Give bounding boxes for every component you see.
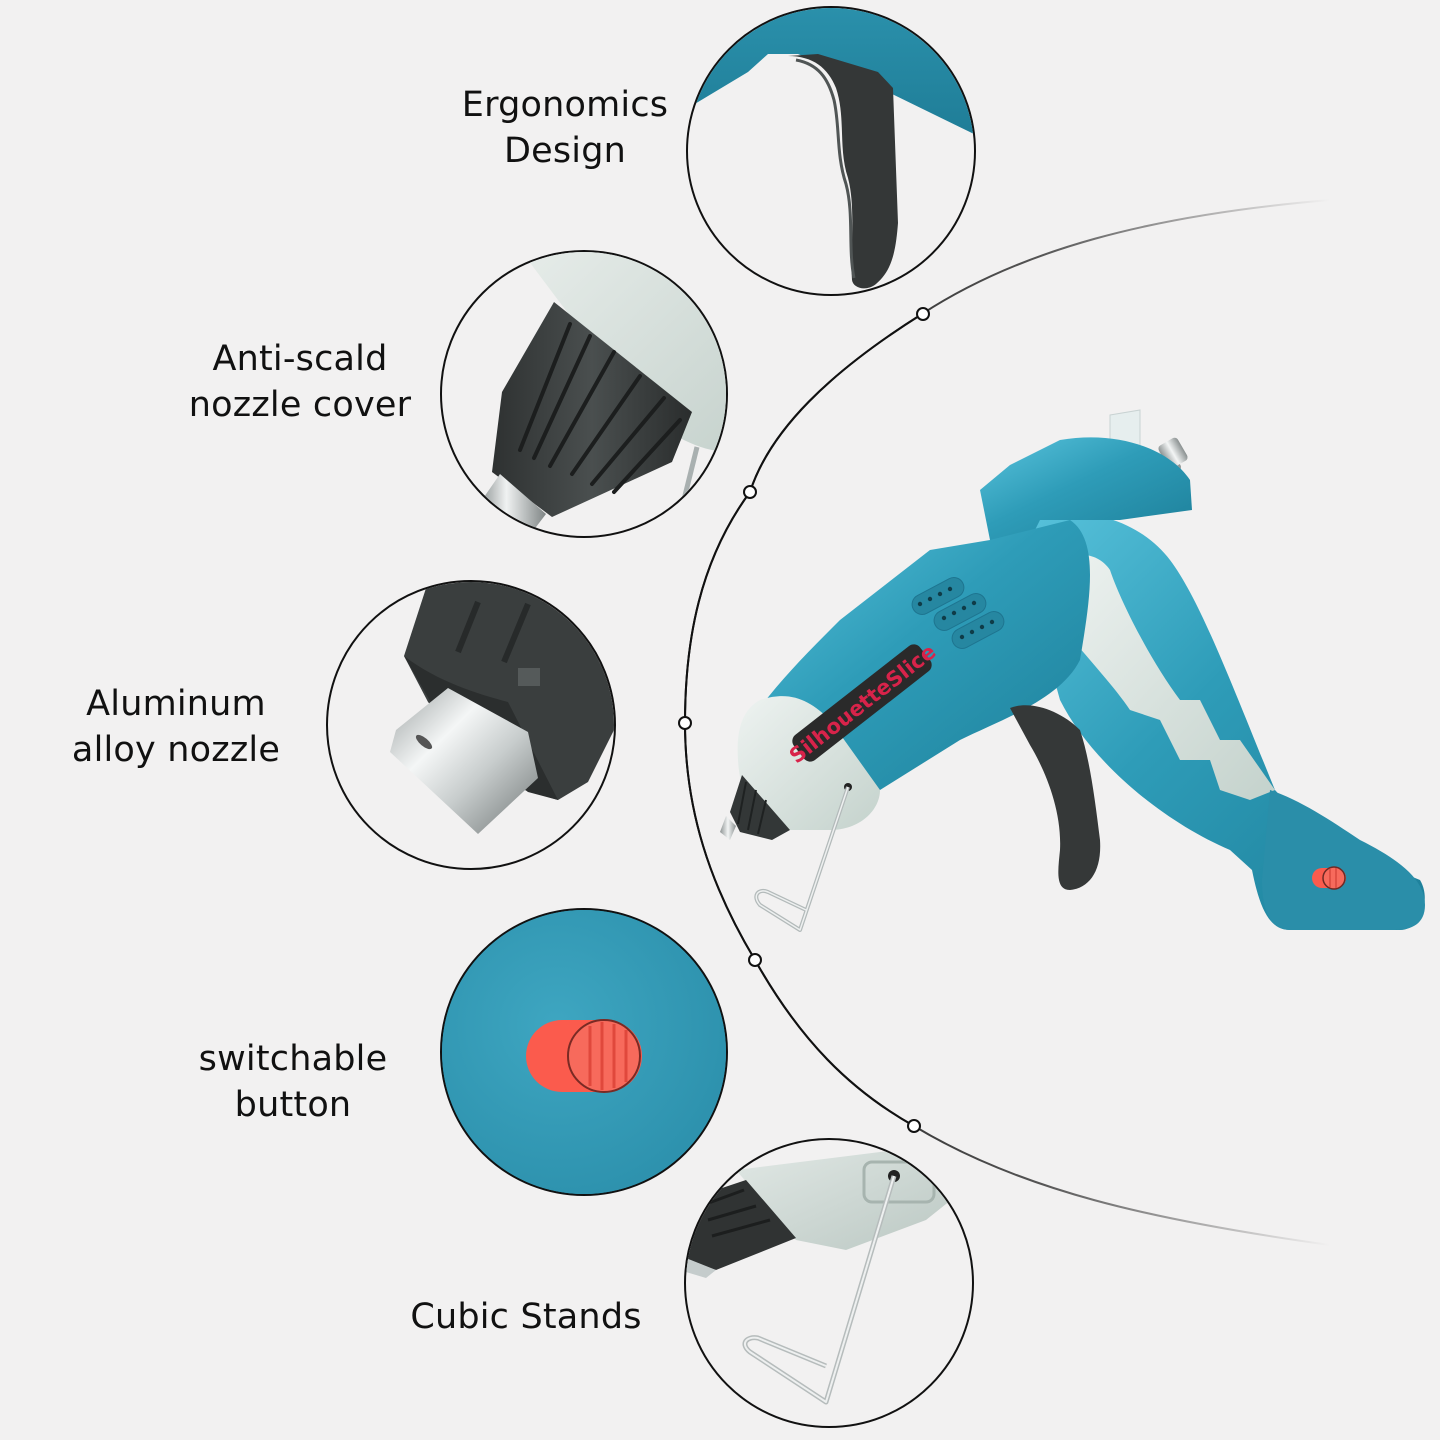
slide-switch-icon bbox=[440, 908, 728, 1196]
top-block bbox=[980, 437, 1192, 540]
gun-trigger bbox=[1010, 705, 1101, 890]
feature-label-aluminum: Aluminum alloy nozzle bbox=[71, 684, 281, 770]
arc-node-dots bbox=[678, 307, 930, 1133]
gun-metal-nozzle bbox=[720, 816, 736, 840]
metal-nozzle-icon bbox=[326, 580, 616, 870]
feature-label-ergonomics: Ergonomics Design bbox=[461, 85, 669, 171]
feature-label-switch: switchable button bbox=[198, 1039, 388, 1125]
feature-label-anti-scald: Anti-scald nozzle cover bbox=[188, 339, 412, 425]
trigger-handle-icon bbox=[686, 6, 976, 296]
nozzle-cover-icon bbox=[440, 250, 728, 538]
handle-base bbox=[1262, 790, 1425, 930]
grip-panel bbox=[1050, 554, 1275, 800]
gun-power-switch-icon bbox=[1312, 866, 1346, 890]
wire-stand-icon bbox=[684, 1138, 974, 1428]
feature-label-stand: Cubic Stands bbox=[410, 1297, 642, 1337]
